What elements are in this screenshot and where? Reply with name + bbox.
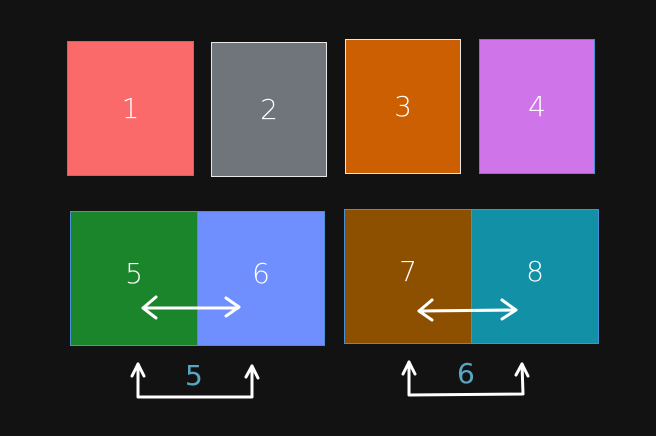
box-7: 7: [344, 209, 472, 344]
bracket-label-right: 6: [457, 357, 475, 390]
box-label: 3: [394, 90, 412, 123]
box-6: 6: [197, 211, 325, 346]
bracket-label-left: 5: [185, 359, 203, 392]
box-label: 4: [528, 90, 546, 123]
box-label: 6: [252, 257, 270, 290]
box-label: 1: [121, 92, 140, 125]
box-label: 7: [399, 255, 417, 288]
box-2: 2: [211, 42, 327, 177]
box-4: 4: [479, 39, 595, 174]
box-8: 8: [471, 209, 599, 344]
box-1: 1: [67, 41, 194, 176]
box-3: 3: [345, 39, 461, 174]
box-label: 2: [260, 93, 278, 126]
box-5: 5: [70, 211, 198, 346]
box-label: 8: [526, 255, 544, 288]
box-label: 5: [125, 257, 143, 290]
